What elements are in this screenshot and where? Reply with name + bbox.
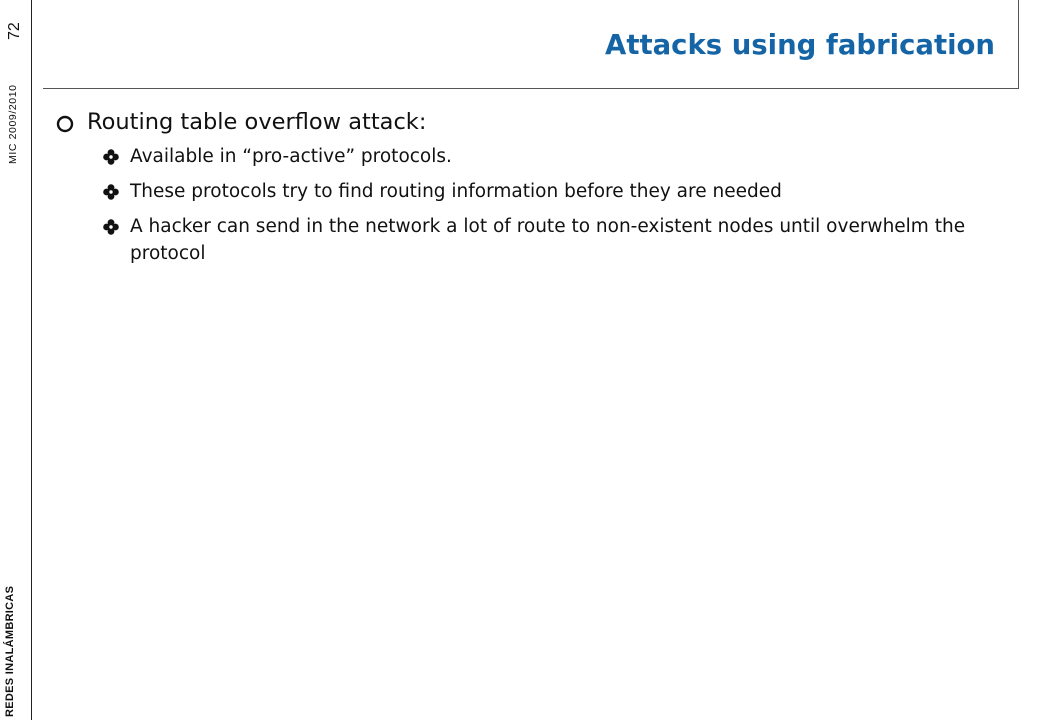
- sub-bullet-item: These protocols try to find routing info…: [103, 178, 996, 205]
- title-underline: [43, 88, 1019, 89]
- sub-bullet-text: These protocols try to find routing info…: [130, 181, 782, 202]
- title-box-edge: [1018, 0, 1019, 89]
- sub-bullet-item: A hacker can send in the network a lot o…: [103, 213, 996, 267]
- sub-bullet-text: A hacker can send in the network a lot o…: [130, 216, 966, 264]
- bullet-text: Routing table overflow attack:: [87, 109, 427, 135]
- sub-bullet-text: Available in “pro-active” protocols.: [130, 146, 452, 167]
- slide-content: Routing table overflow attack: Available…: [56, 107, 996, 275]
- flower-bullet-icon: [103, 219, 119, 235]
- sidebar-divider: [31, 0, 32, 720]
- sidebar-course-label: MIC 2009/2010: [7, 84, 19, 164]
- hollow-circle-bullet-icon: [56, 115, 74, 133]
- sub-bullet-list: Available in “pro-active” protocols. The…: [103, 143, 996, 267]
- sub-bullet-item: Available in “pro-active” protocols.: [103, 143, 996, 170]
- slide-title: Attacks using fabrication: [605, 29, 995, 61]
- flower-bullet-icon: [103, 184, 119, 200]
- slide-sidebar: REDES INALÁMBRICAS MIC 2009/2010 72: [0, 0, 38, 720]
- flower-bullet-icon: [103, 149, 119, 165]
- sidebar-footer-label: REDES INALÁMBRICAS: [4, 585, 16, 717]
- bullet-item: Routing table overflow attack:: [56, 107, 996, 137]
- page-number: 72: [6, 22, 23, 40]
